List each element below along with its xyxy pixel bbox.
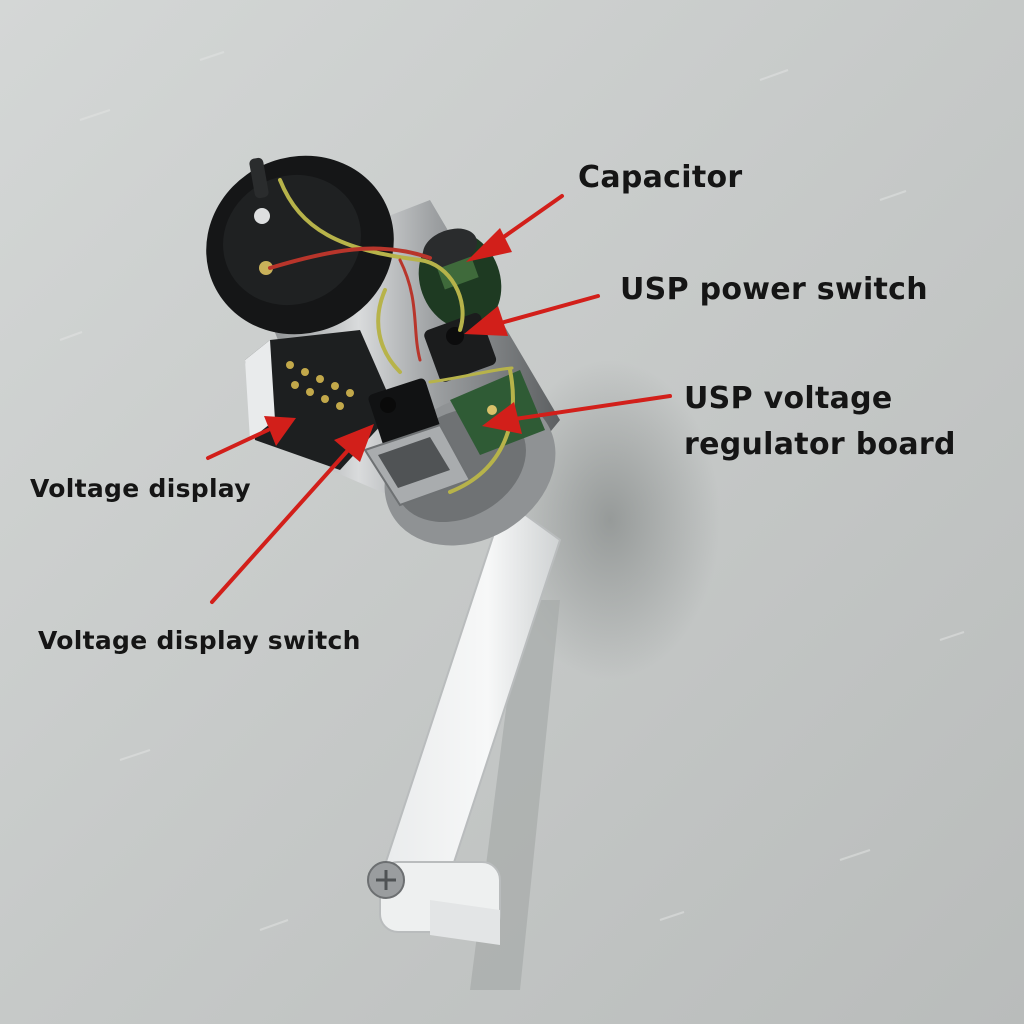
usb-port-component — [363, 378, 472, 507]
capacitor-component — [418, 228, 502, 329]
arrow-usb-regulator-board — [482, 394, 672, 434]
wall-texture — [59, 51, 965, 931]
capacitor-label: Capacitor — [578, 160, 743, 195]
arrow-usb-power-switch — [464, 294, 600, 336]
motor-end-cap — [206, 155, 394, 335]
arrow-voltage-display-switch — [210, 424, 374, 604]
voltage-display-label: Voltage display — [30, 474, 251, 503]
usb-regulator-board-label: USP voltage regulator board — [684, 376, 956, 468]
usb-regulator-board-label-line1: USP voltage — [684, 381, 893, 416]
arrow-voltage-display — [206, 416, 296, 460]
voltage-display-switch-label: Voltage display switch — [38, 626, 361, 655]
crank-arm — [367, 498, 562, 945]
annotation-arrows — [206, 194, 672, 604]
usb-power-switch-label: USP power switch — [620, 272, 928, 307]
arrow-capacitor — [466, 194, 564, 262]
usb-regulator-board-label-line2: regulator board — [684, 427, 956, 462]
wires — [268, 178, 515, 494]
